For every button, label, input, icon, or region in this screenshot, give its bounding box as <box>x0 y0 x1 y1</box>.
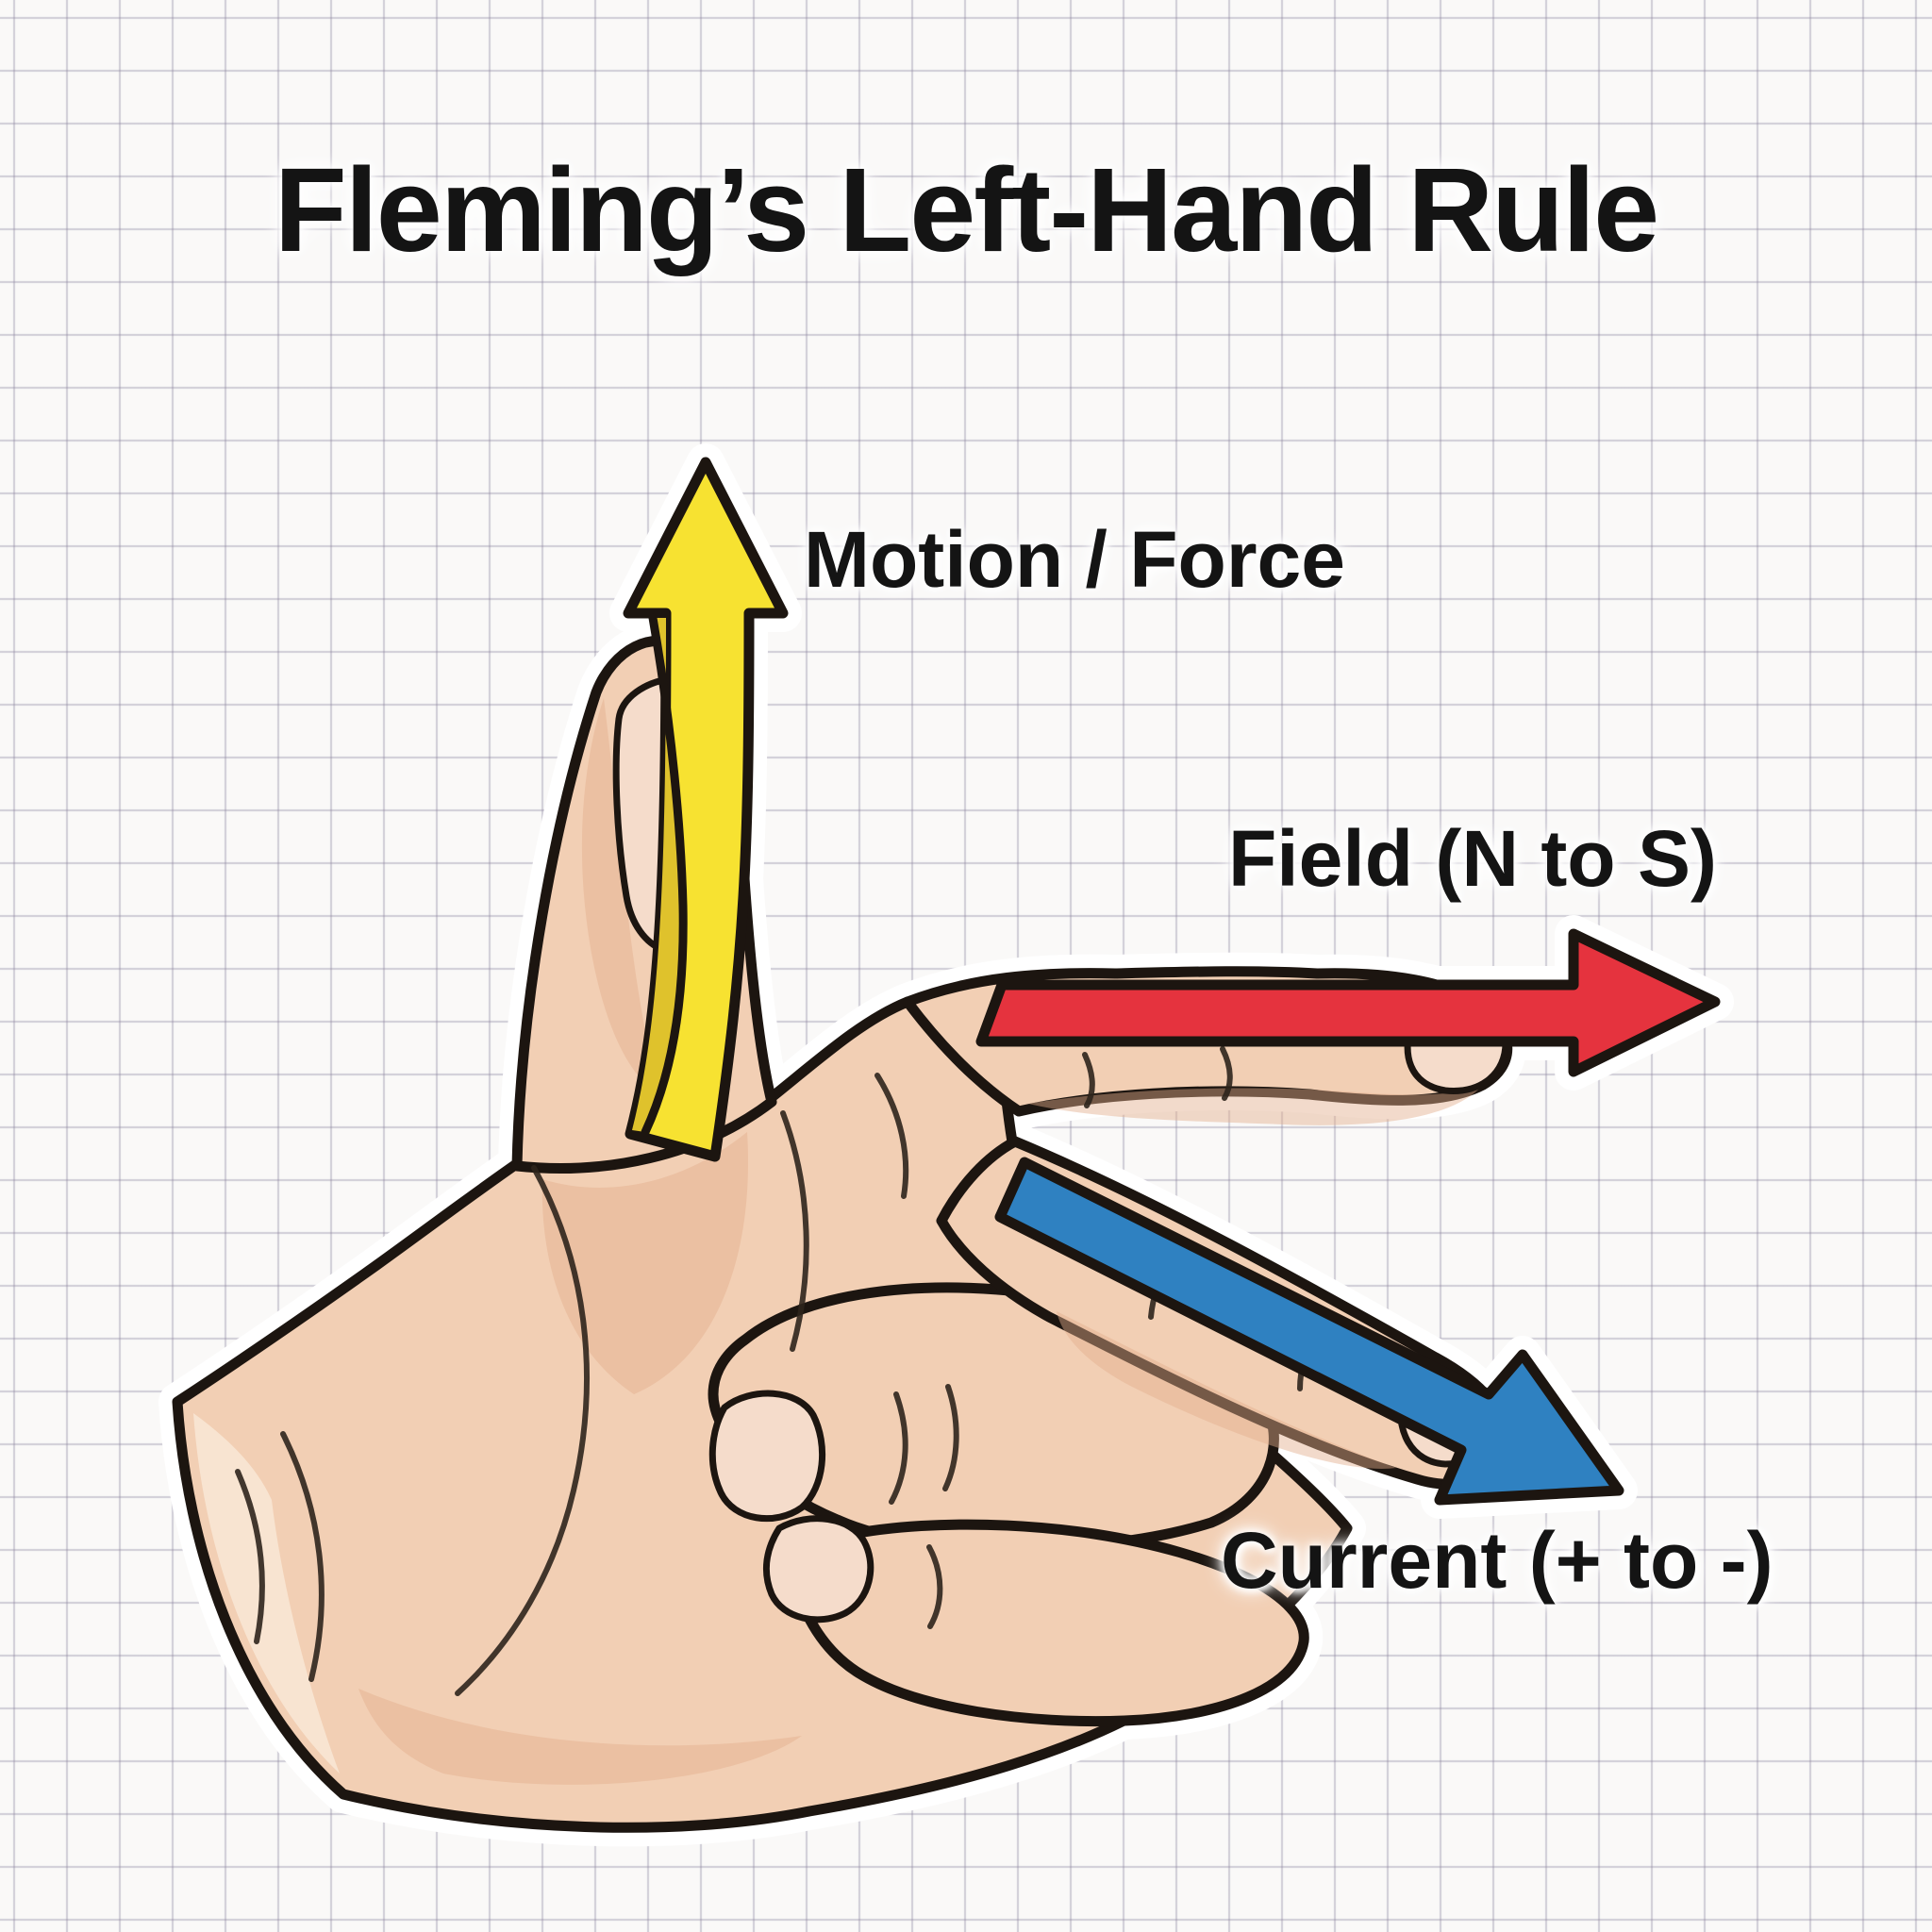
pinky-nail <box>763 1515 874 1624</box>
skin-creases <box>235 1046 1320 1696</box>
motion-force-arrow <box>628 462 783 1157</box>
motion-force-label: Motion / Force <box>804 515 1345 604</box>
page-title: Fleming’s Left-Hand Rule <box>274 143 1659 276</box>
thumb-contour-over-arrow <box>641 613 688 1137</box>
current-label: Current (+ to -) <box>1221 1516 1774 1605</box>
skin-shading <box>193 698 1483 1785</box>
ring-nail <box>708 1390 826 1523</box>
field-label: Field (N to S) <box>1228 814 1717 903</box>
